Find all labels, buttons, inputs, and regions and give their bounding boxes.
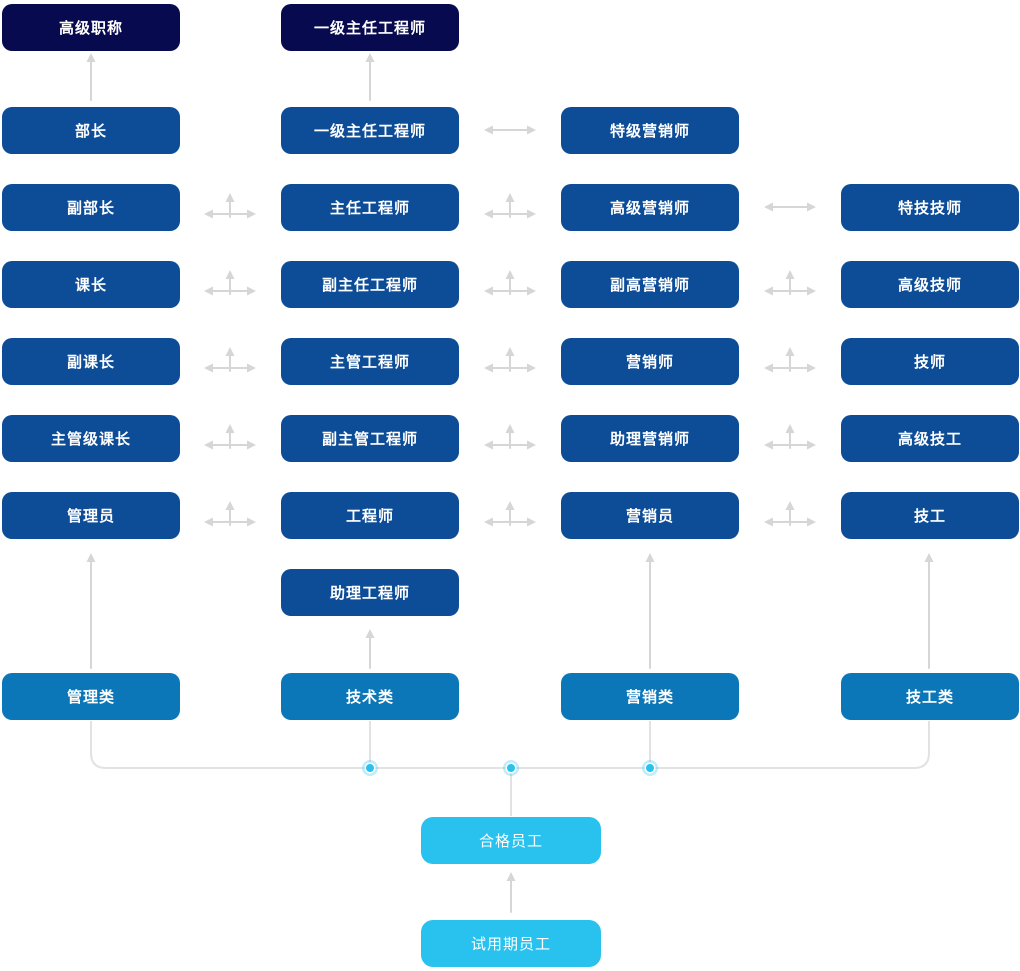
qualified-employee-box: 合格员工 bbox=[421, 817, 601, 864]
rank-box: 营销员 bbox=[561, 492, 739, 539]
rank-box: 营销师 bbox=[561, 338, 739, 385]
category-box-management: 管理类 bbox=[2, 673, 180, 720]
lateral-arrow-icon bbox=[764, 202, 816, 212]
transfer-promote-arrow-icon bbox=[484, 270, 536, 296]
rank-box: 高级技师 bbox=[841, 261, 1019, 308]
transfer-promote-arrow-icon bbox=[484, 347, 536, 373]
rank-box: 高级营销师 bbox=[561, 184, 739, 231]
rank-box: 技工 bbox=[841, 492, 1019, 539]
probation-employee-box: 试用期员工 bbox=[421, 920, 601, 967]
transfer-promote-arrow-icon bbox=[484, 193, 536, 219]
junction-dot bbox=[642, 760, 658, 776]
rank-box: 特技技师 bbox=[841, 184, 1019, 231]
rank-box: 特级营销师 bbox=[561, 107, 739, 154]
rank-box: 高级技工 bbox=[841, 415, 1019, 462]
transfer-promote-arrow-icon bbox=[764, 424, 816, 450]
top-title-box-management: 高级职称 bbox=[2, 4, 180, 51]
transfer-promote-arrow-icon bbox=[204, 501, 256, 527]
up-arrow-icon bbox=[645, 553, 655, 669]
rank-box: 一级主任工程师 bbox=[281, 107, 459, 154]
rank-box: 副部长 bbox=[2, 184, 180, 231]
transfer-promote-arrow-icon bbox=[764, 347, 816, 373]
rank-box: 课长 bbox=[2, 261, 180, 308]
lateral-arrow-icon bbox=[484, 125, 536, 135]
rank-box: 副课长 bbox=[2, 338, 180, 385]
category-box-marketing: 营销类 bbox=[561, 673, 739, 720]
rank-box: 助理营销师 bbox=[561, 415, 739, 462]
transfer-promote-arrow-icon bbox=[204, 424, 256, 450]
up-arrow-icon bbox=[924, 553, 934, 669]
rank-box: 主任工程师 bbox=[281, 184, 459, 231]
junction-dot bbox=[503, 760, 519, 776]
rank-box: 副主任工程师 bbox=[281, 261, 459, 308]
rank-box: 工程师 bbox=[281, 492, 459, 539]
rank-box: 副主管工程师 bbox=[281, 415, 459, 462]
up-arrow-icon bbox=[86, 553, 96, 669]
rank-box: 副高营销师 bbox=[561, 261, 739, 308]
transfer-promote-arrow-icon bbox=[204, 270, 256, 296]
category-box-technician: 技工类 bbox=[841, 673, 1019, 720]
transfer-promote-arrow-icon bbox=[204, 347, 256, 373]
rank-box: 主管工程师 bbox=[281, 338, 459, 385]
top-title-box-technical: 一级主任工程师 bbox=[281, 4, 459, 51]
rank-box: 技师 bbox=[841, 338, 1019, 385]
transfer-promote-arrow-icon bbox=[764, 270, 816, 296]
category-box-technical: 技术类 bbox=[281, 673, 459, 720]
transfer-promote-arrow-icon bbox=[764, 501, 816, 527]
up-arrow-icon bbox=[506, 872, 516, 913]
up-arrow-icon bbox=[86, 53, 96, 101]
transfer-promote-arrow-icon bbox=[484, 501, 536, 527]
rank-box: 主管级课长 bbox=[2, 415, 180, 462]
rank-box: 助理工程师 bbox=[281, 569, 459, 616]
rank-box: 部长 bbox=[2, 107, 180, 154]
transfer-promote-arrow-icon bbox=[204, 193, 256, 219]
transfer-promote-arrow-icon bbox=[484, 424, 536, 450]
up-arrow-icon bbox=[365, 53, 375, 101]
junction-dot bbox=[362, 760, 378, 776]
up-arrow-icon bbox=[365, 629, 375, 669]
rank-box: 管理员 bbox=[2, 492, 180, 539]
